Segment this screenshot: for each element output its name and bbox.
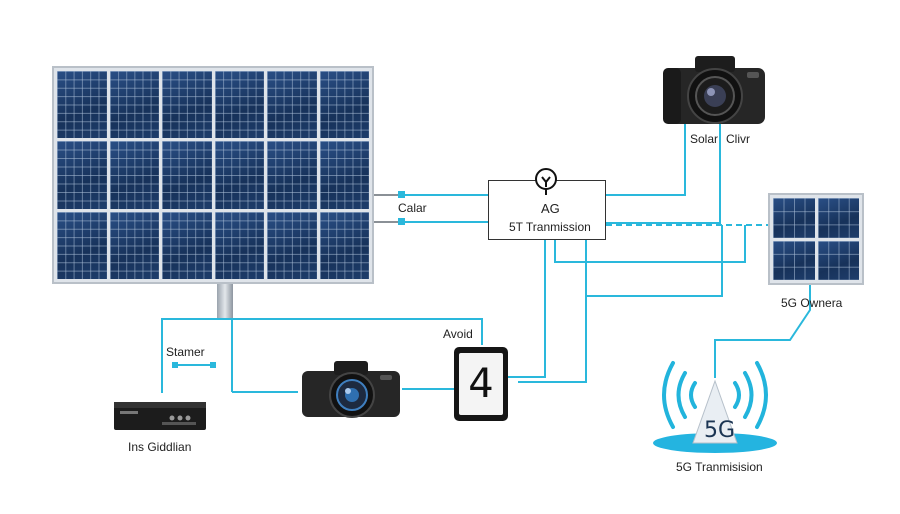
solar-cell <box>214 71 264 139</box>
transmission-label: 5T Tranmission <box>509 220 591 234</box>
owner-label: 5G Ownera <box>781 296 843 310</box>
avoid-label: Avoid <box>443 327 473 341</box>
solar-cell <box>817 240 859 280</box>
solar-cell <box>773 198 815 238</box>
router-device-icon <box>114 402 206 430</box>
router-label: Ins Giddlian <box>128 440 192 454</box>
solar-cell <box>267 141 317 209</box>
solar-cell <box>57 71 107 139</box>
solar-panel-main <box>52 66 374 284</box>
dslr-camera-icon <box>302 361 400 418</box>
solar-cell <box>319 211 369 279</box>
phone-screen: 4 <box>459 353 503 415</box>
solar-cell <box>57 141 107 209</box>
solar-cell <box>319 71 369 139</box>
solar-cell <box>267 71 317 139</box>
solar-cell <box>109 71 159 139</box>
ag-label: AG <box>541 201 560 216</box>
solar-cell <box>162 71 212 139</box>
stamer-label: Stamer <box>166 345 205 359</box>
tower-5g-label: 5G <box>704 418 736 443</box>
5g-transmission-label: 5G Tranmisision <box>676 460 763 474</box>
panel-pole <box>217 284 233 318</box>
solar-cell <box>267 211 317 279</box>
solar-cell <box>214 141 264 209</box>
dslr-camera-icon <box>663 56 765 124</box>
5g-tower-icon <box>653 361 777 453</box>
solar-panel-small <box>768 193 864 285</box>
solar-cell <box>109 211 159 279</box>
solar-label: Solar <box>690 132 719 146</box>
solar-cell <box>214 211 264 279</box>
solar-cell <box>817 198 859 238</box>
solar-cell <box>773 240 815 280</box>
lightbulb-icon <box>535 168 557 195</box>
solar-cell <box>319 141 369 209</box>
solar-cell <box>162 211 212 279</box>
clivr-label: Clivr <box>726 132 750 146</box>
calar-label: Calar <box>398 201 427 215</box>
solar-cell <box>162 141 212 209</box>
solar-cell <box>109 141 159 209</box>
solar-cell <box>57 211 107 279</box>
smartphone-icon: 4 <box>454 347 508 421</box>
